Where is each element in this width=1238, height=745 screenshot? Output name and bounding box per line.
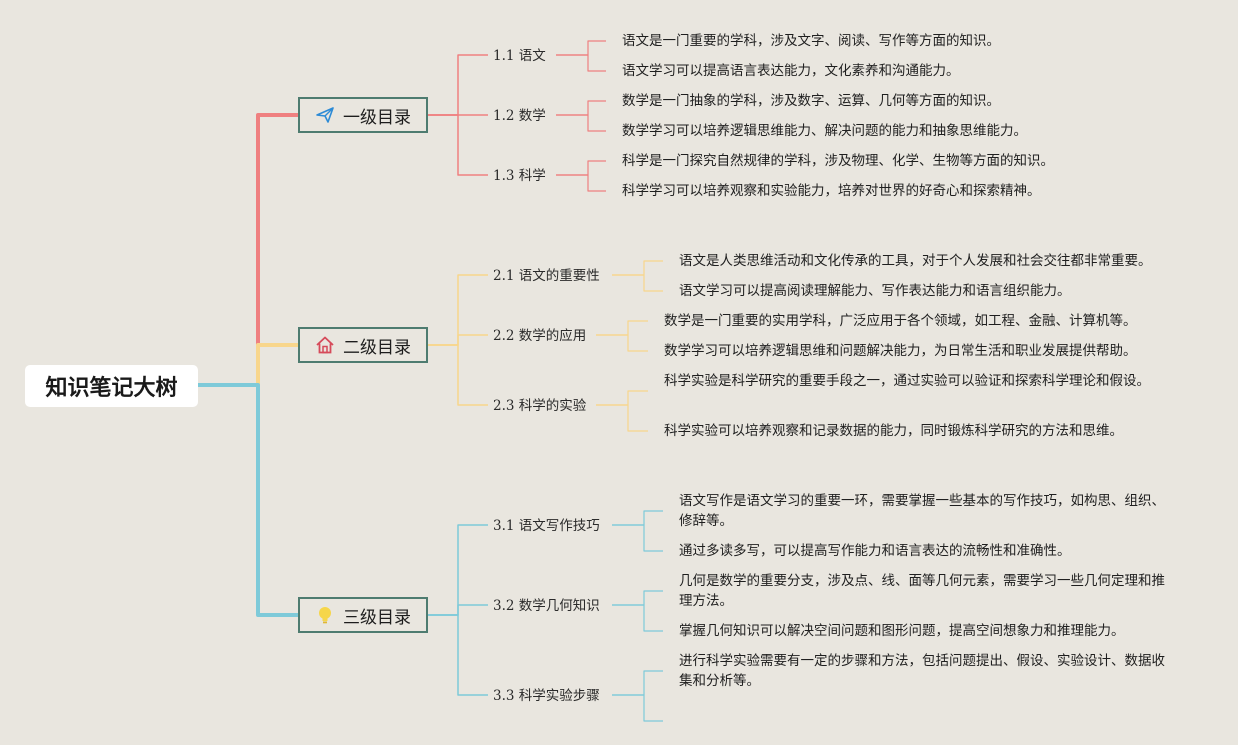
sub-topic-3-1[interactable]: 3.1 语文写作技巧 [493,518,600,534]
leaf-note[interactable]: 语文写作是语文学习的重要一环，需要掌握一些基本的写作技巧，如构思、组织、修辞等。 [679,493,1165,529]
sub-topic-3-3[interactable]: 3.3 科学实验步骤 [493,688,600,704]
sub-topic-1-1[interactable]: 1.1 语文 [493,48,546,64]
connector-leaf-3-2 [556,174,606,192]
sub-topic-1-2[interactable]: 1.2 数学 [493,108,546,124]
leaf-note[interactable]: 科学是一门探究自然规律的学科，涉及物理、化学、生物等方面的知识。 [622,153,1054,169]
sub-topic-2-2[interactable]: 2.2 数学的应用 [493,328,587,344]
connector-leaf-8-1 [612,590,663,606]
connector-leaf-4-2 [612,274,663,292]
connector-leaf-1-1 [556,40,606,56]
connector-sub-3-1 [428,524,488,616]
leaf-note[interactable]: 数学学习可以培养逻辑思维能力、解决问题的能力和抽象思维能力。 [622,123,1027,139]
connector-leaf-9-2 [612,694,663,722]
connector-sub-2-2 [428,334,488,346]
connector-leaf-5-2 [596,334,648,352]
sub-topic-3-2[interactable]: 3.2 数学几何知识 [493,598,600,614]
branch-node-3[interactable]: 三级目录 [298,597,428,633]
connector-leaf-6-1 [596,390,648,406]
connector-leaf-1-2 [556,54,606,72]
connector-root-branch-3 [198,383,298,617]
root-title: 知识笔记大树 [45,376,178,401]
connector-leaf-4-1 [612,260,663,276]
leaf-note[interactable]: 科学实验可以培养观察和记录数据的能力，同时锻炼科学研究的方法和思维。 [664,423,1123,439]
leaf-note[interactable]: 进行科学实验需要有一定的步骤和方法，包括问题提出、假设、实验设计、数据收集和分析… [679,653,1165,689]
connector-leaf-7-1 [612,510,663,526]
connector-sub-3-3 [428,614,488,696]
leaf-note[interactable]: 语文学习可以提高阅读理解能力、写作表达能力和语言组织能力。 [679,283,1071,299]
connector-sub-1-3 [428,114,488,176]
home-icon [315,335,335,355]
branch-node-2[interactable]: 二级目录 [298,327,428,363]
branch-label: 三级目录 [343,607,411,628]
paper-plane-icon [315,105,335,125]
branch-label: 二级目录 [343,337,411,358]
leaf-note[interactable]: 数学学习可以培养逻辑思维和问题解决能力，为日常生活和职业发展提供帮助。 [664,343,1137,359]
connector-sub-3-2 [428,604,488,616]
root-node[interactable]: 知识笔记大树 [25,365,198,407]
connector-sub-1-1 [428,54,488,116]
connector-sub-2-3 [428,344,488,406]
leaf-note[interactable]: 通过多读多写，可以提高写作能力和语言表达的流畅性和准确性。 [679,543,1071,559]
connector-leaf-9-1 [612,670,663,696]
leaf-note[interactable]: 数学是一门抽象的学科，涉及数字、运算、几何等方面的知识。 [622,93,1000,109]
connector-leaf-6-2 [596,404,648,432]
sub-topic-2-1[interactable]: 2.1 语文的重要性 [493,268,600,284]
leaf-note[interactable]: 掌握几何知识可以解决空间问题和图形问题，提高空间想象力和推理能力。 [679,623,1125,639]
leaf-note[interactable]: 语文是一门重要的学科，涉及文字、阅读、写作等方面的知识。 [622,33,1000,49]
connector-root-branch-2 [198,343,298,387]
connector-leaf-3-1 [556,160,606,176]
connector-leaf-5-1 [596,320,648,336]
connector-leaf-8-2 [612,604,663,632]
leaf-note[interactable]: 语文是人类思维活动和文化传承的工具，对于个人发展和社会交往都非常重要。 [679,253,1152,269]
connector-leaf-7-2 [612,524,663,552]
leaf-note[interactable]: 数学是一门重要的实用学科，广泛应用于各个领域，如工程、金融、计算机等。 [664,313,1137,329]
sub-topic-2-3[interactable]: 2.3 科学的实验 [493,398,587,414]
leaf-note[interactable]: 科学学习可以培养观察和实验能力，培养对世界的好奇心和探索精神。 [622,183,1041,199]
branch-label: 一级目录 [343,107,411,128]
leaf-note[interactable]: 几何是数学的重要分支，涉及点、线、面等几何元素，需要学习一些几何定理和推理方法。 [679,573,1165,609]
branch-node-1[interactable]: 一级目录 [298,97,428,133]
connector-leaf-2-2 [556,114,606,132]
connector-leaf-2-1 [556,100,606,116]
lightbulb-icon [315,605,335,625]
sub-topic-1-3[interactable]: 1.3 科学 [493,168,546,184]
leaf-note[interactable]: 科学实验是科学研究的重要手段之一，通过实验可以验证和探索科学理论和假设。 [664,373,1150,389]
leaf-note[interactable]: 语文学习可以提高语言表达能力，文化素养和沟通能力。 [622,63,960,79]
